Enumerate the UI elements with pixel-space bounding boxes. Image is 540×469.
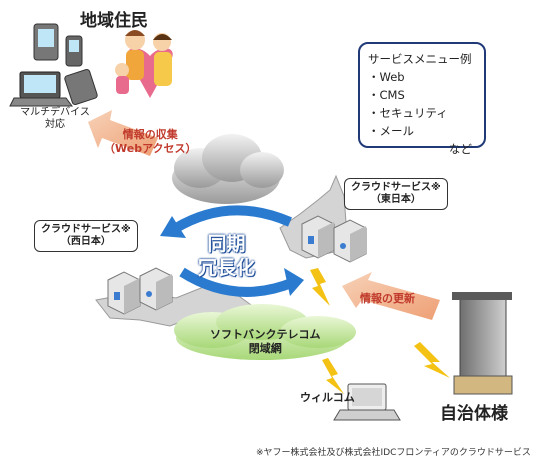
family-illustration-icon bbox=[115, 30, 173, 98]
service-menu-item: ・CMS bbox=[368, 88, 405, 102]
service-menu-item: ・Web bbox=[368, 70, 405, 84]
update-info-label: 情報の更新 bbox=[360, 292, 415, 305]
municipality-label: 自治体様 bbox=[440, 404, 508, 424]
service-menu-box: サービスメニュー例 ・Web ・CMS ・セキュリティ ・メール など bbox=[358, 42, 486, 156]
sync-arrow-top bbox=[173, 205, 292, 233]
server-west-icon bbox=[107, 267, 173, 315]
sync-redundancy-label: 同期 冗長化 bbox=[198, 233, 256, 279]
willcom-label: ウィルコム bbox=[300, 391, 355, 404]
lightning-willcom-icon bbox=[322, 358, 344, 394]
cloud-icon bbox=[172, 134, 284, 204]
cloud-service-west-label: クラウドサービス※ （西日本） bbox=[34, 220, 138, 252]
municipal-building-icon bbox=[452, 292, 513, 395]
residents-title: 地域住民 bbox=[80, 11, 148, 31]
cloud-service-east-label: クラウドサービス※ （東日本） bbox=[344, 178, 448, 210]
collect-arrow bbox=[88, 110, 158, 156]
footnote: ※ヤフー株式会社及び株式会社IDCフロンティアのクラウドサービス bbox=[256, 448, 531, 458]
multi-device-label: マルチデバイス 対応 bbox=[20, 107, 90, 130]
sync-arrow-bottom bbox=[179, 267, 296, 297]
laptop-icon bbox=[333, 383, 401, 421]
service-menu-item: ・セキュリティ bbox=[368, 106, 448, 120]
network-cloud-icon bbox=[174, 304, 356, 360]
mobile-devices-icon bbox=[9, 23, 98, 107]
lightning-east-icon bbox=[310, 268, 330, 306]
service-menu-etc: など bbox=[449, 142, 472, 156]
service-menu-title: サービスメニュー例 bbox=[368, 52, 472, 66]
service-menu-item: ・メール bbox=[368, 124, 414, 138]
collect-info-label: 情報の収集 （Webアクセス） bbox=[104, 128, 197, 155]
update-arrow bbox=[342, 272, 440, 320]
lightning-municipality-icon bbox=[414, 342, 450, 378]
server-east-icon bbox=[301, 215, 367, 263]
network-label: ソフトバンクテレコム 閉域網 bbox=[210, 328, 321, 355]
